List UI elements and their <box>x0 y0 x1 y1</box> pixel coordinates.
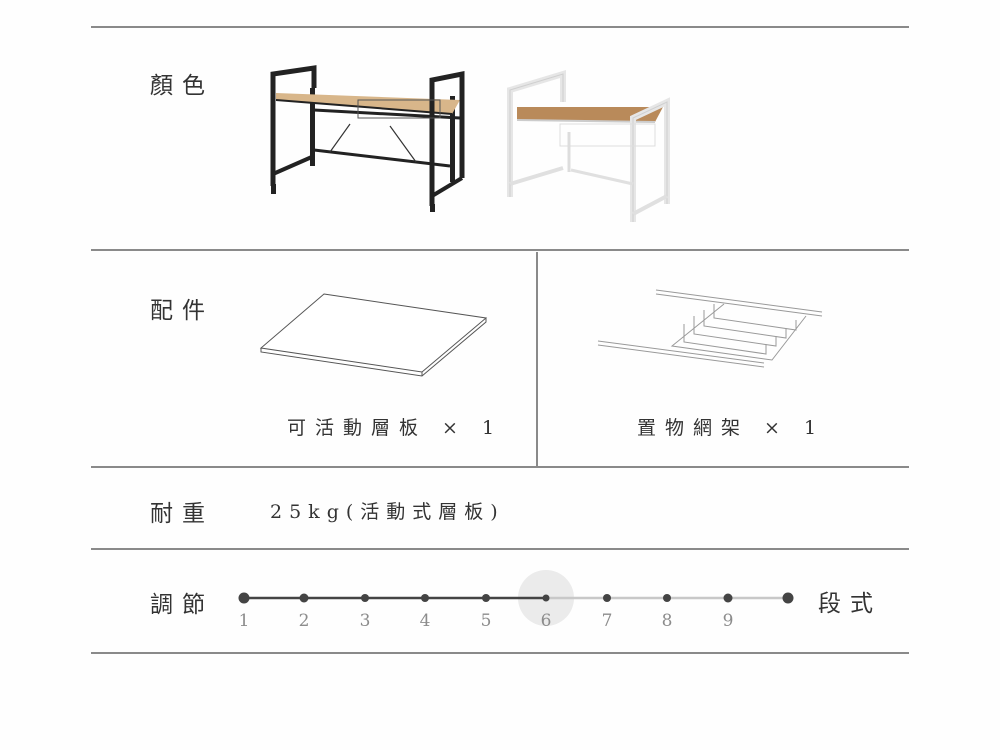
level-tick-8[interactable]: 8 <box>661 611 673 631</box>
rack-white-image[interactable] <box>505 69 675 227</box>
wire-rack-image <box>597 289 823 368</box>
load-value: 25kg(活動式層板) <box>270 501 505 523</box>
divider-top <box>91 26 909 28</box>
divider-accessories-vertical <box>536 252 538 466</box>
level-tick-6[interactable]: 6 <box>540 611 552 631</box>
level-tick-1[interactable]: 1 <box>238 611 250 631</box>
divider-accessories-bottom <box>91 466 909 468</box>
accessories-label: 配件 <box>150 298 214 324</box>
level-tick-3[interactable]: 3 <box>359 611 371 631</box>
load-label: 耐重 <box>150 501 214 527</box>
divider-color-bottom <box>91 249 909 251</box>
wire-rack-caption: 置物網架 × 1 <box>637 417 826 439</box>
level-tick-5[interactable]: 5 <box>480 611 492 631</box>
level-tick-7[interactable]: 7 <box>601 611 613 631</box>
level-tick-2[interactable]: 2 <box>298 611 310 631</box>
level-slider[interactable] <box>230 568 810 628</box>
level-tick-4[interactable]: 4 <box>419 611 431 631</box>
shelf-board-caption: 可活動層板 × 1 <box>287 417 504 439</box>
adjust-label: 調節 <box>150 592 214 618</box>
level-tick-9[interactable]: 9 <box>722 611 734 631</box>
adjust-suffix: 段式 <box>818 591 882 617</box>
divider-adjust-bottom <box>91 652 909 654</box>
rack-black-image[interactable] <box>270 65 470 216</box>
divider-load-bottom <box>91 548 909 550</box>
shelf-board-image <box>259 293 488 377</box>
color-label: 顏色 <box>150 73 214 99</box>
